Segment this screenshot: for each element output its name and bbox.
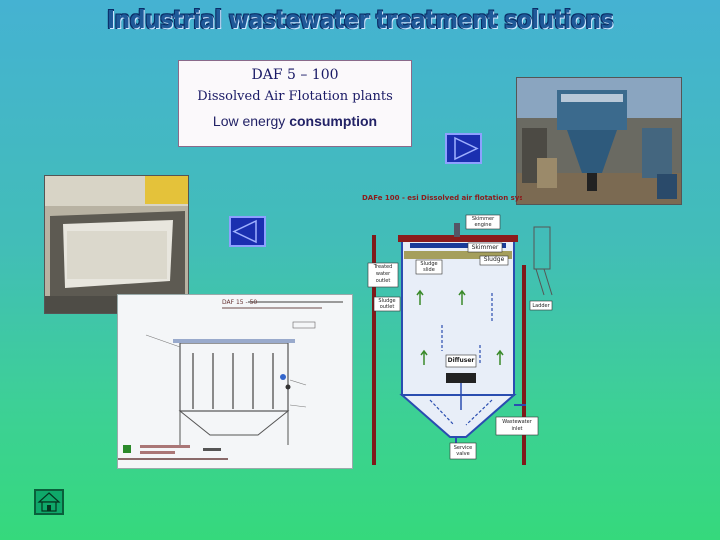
home-button[interactable]: [34, 489, 64, 515]
label-sludge-outlet: Sludge outlet: [374, 298, 400, 310]
skimmer-motor: [454, 223, 460, 237]
label-ladder: Ladder: [530, 302, 552, 310]
diffuser-unit: [446, 373, 476, 383]
label-diffuser: Diffuser: [446, 357, 476, 365]
feature-plain: Low energy: [213, 113, 289, 129]
ladder-cage: [534, 227, 550, 269]
description-plain: plants: [348, 89, 393, 104]
description-bold: Dissolved Air Flotation: [197, 89, 348, 104]
label-sludge-slide: Sludge slide: [416, 261, 442, 273]
slide-title: Industrial wastewater treatment solution…: [0, 6, 720, 35]
feature-line: Low energy consumption: [179, 113, 411, 129]
plant-photo-outdoor: [516, 77, 682, 205]
label-sludge: Sludge: [480, 256, 508, 264]
label-skimmer-engine: Skimmer engine: [466, 216, 500, 228]
label-wastewater-inlet: Wastewater inlet: [496, 419, 538, 433]
triangle-right-icon: [447, 135, 480, 162]
label-service-valve: Service valve: [450, 445, 476, 457]
next-slide-button[interactable]: [445, 133, 482, 164]
feature-bold: consumption: [289, 113, 377, 129]
info-box: DAF 5 – 100 Dissolved Air Flotation plan…: [178, 60, 412, 147]
outdoor-plant-image: [517, 78, 682, 205]
daf-schematic: DAF 15 - 50: [117, 294, 353, 469]
schematic-title: DAF 15 - 50: [222, 299, 257, 306]
product-description: Dissolved Air Flotation plants: [179, 89, 411, 104]
label-treated-water-outlet: Treated water outlet: [368, 264, 398, 285]
previous-slide-button[interactable]: [229, 216, 266, 247]
model-name: DAF 5 – 100: [179, 67, 411, 83]
house-icon: [36, 491, 62, 513]
label-skimmer: Skimmer: [468, 244, 502, 252]
triangle-left-icon: [231, 218, 264, 245]
schematic-drawing: [118, 295, 352, 468]
